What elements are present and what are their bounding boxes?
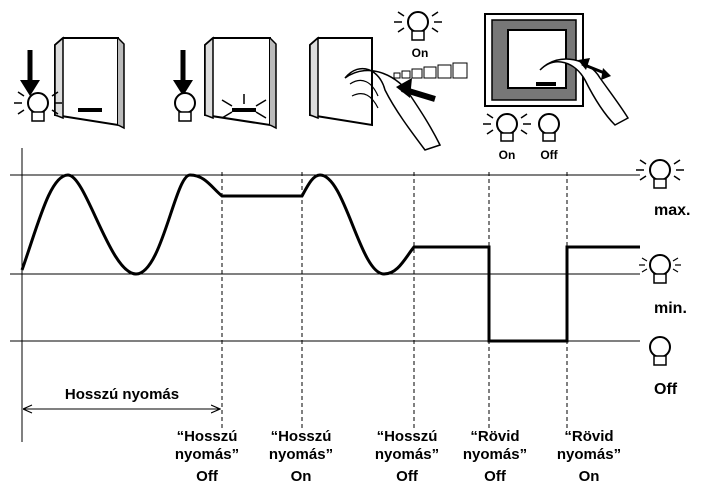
level-max-label: max. xyxy=(654,202,691,219)
bulb-max-icon xyxy=(636,159,684,189)
step1-device-illustration xyxy=(14,36,125,130)
bulb-min-icon xyxy=(639,254,681,284)
level-off-label: Off xyxy=(654,381,678,398)
step4-on-label: On xyxy=(498,148,516,162)
step4-framed-switch-illustration xyxy=(483,13,630,142)
event-line2: nyomás” xyxy=(556,446,622,463)
event-state: On xyxy=(578,468,600,485)
bulb-off-icon xyxy=(174,92,196,122)
long-press-range-label: Hosszú nyomás xyxy=(64,386,180,403)
bulb-glowing-icon xyxy=(14,91,62,122)
arrow-icon xyxy=(396,78,412,98)
event-markers xyxy=(221,172,568,428)
event-line1: “Hosszú xyxy=(176,428,238,445)
event-label: “Hosszú nyomás” Off xyxy=(162,428,252,486)
bulb-on-icon xyxy=(483,113,531,142)
event-line2: nyomás” xyxy=(174,446,240,463)
event-line1: “Hosszú xyxy=(376,428,438,445)
bulb-glowing-icon xyxy=(394,11,442,41)
event-state: Off xyxy=(196,468,218,485)
step2-device-illustration xyxy=(173,36,277,130)
event-line2: nyomás” xyxy=(462,446,528,463)
step3-hand-touch-illustration xyxy=(309,11,468,151)
level-indicator-icon xyxy=(393,62,468,79)
level-min-label: min. xyxy=(654,300,687,317)
event-line1: “Rövid xyxy=(470,428,520,445)
event-label: “Hosszú nyomás” On xyxy=(256,428,346,486)
led-flash-icon xyxy=(221,94,267,119)
step4-off-label: Off xyxy=(540,148,558,162)
event-label: “Rövid nyomás” Off xyxy=(452,428,538,486)
event-line2: nyomás” xyxy=(268,446,334,463)
event-state: Off xyxy=(396,468,418,485)
step3-indicator-on-label: On xyxy=(411,46,429,60)
event-label: “Rövid nyomás” On xyxy=(546,428,632,486)
event-line2: nyomás” xyxy=(374,446,440,463)
light-level-curve xyxy=(20,173,640,343)
swipe-arrow-icon xyxy=(601,68,611,80)
bulb-off-level-icon xyxy=(649,336,671,366)
event-state: On xyxy=(290,468,312,485)
event-label: “Hosszú nyomás” Off xyxy=(362,428,452,486)
event-state: Off xyxy=(484,468,506,485)
event-line1: “Hosszú xyxy=(270,428,332,445)
hand-icon xyxy=(344,67,442,151)
event-line1: “Rövid xyxy=(564,428,614,445)
bulb-off-icon xyxy=(538,113,560,142)
